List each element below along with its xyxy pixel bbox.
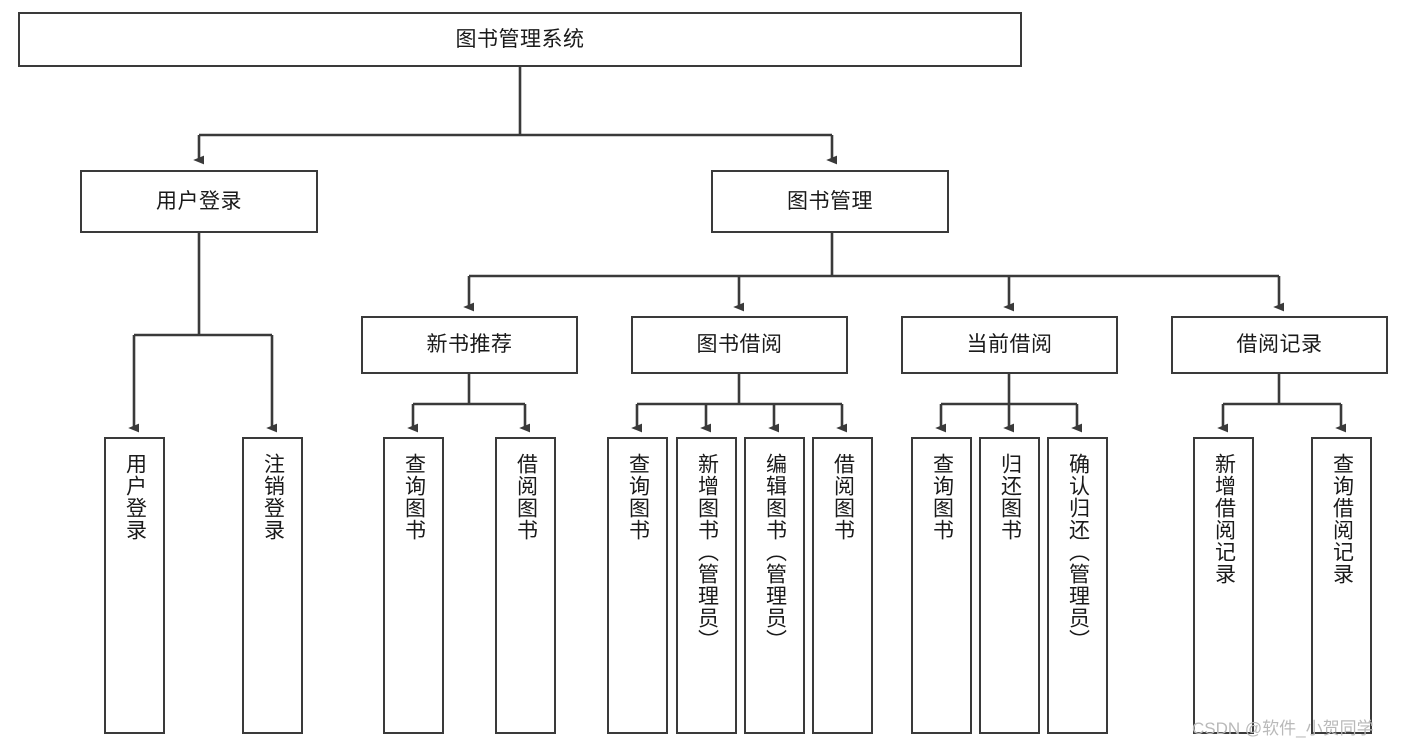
leaf-current-confirm-return-admin[interactable]: 确认归还（管理员） [1047, 437, 1108, 734]
node-label: 图书管理 [787, 189, 873, 213]
node-label: 查询图书 [930, 453, 954, 541]
node-user-login[interactable]: 用户登录 [80, 170, 318, 233]
node-book-management[interactable]: 图书管理 [711, 170, 949, 233]
watermark-text: CSDN @软件_小贺同学 [1192, 719, 1374, 738]
leaf-user-login-logout[interactable]: 注销登录 [242, 437, 303, 734]
node-current-borrow[interactable]: 当前借阅 [901, 316, 1118, 374]
leaf-record-query-record[interactable]: 查询借阅记录 [1311, 437, 1372, 734]
node-label: 归还图书 [998, 453, 1022, 541]
node-label: 新增图书（管理员） [695, 453, 719, 651]
node-label: 图书借阅 [696, 333, 783, 357]
node-label: 用户登录 [123, 453, 147, 541]
node-label: 当前借阅 [966, 333, 1053, 357]
node-label: 借阅记录 [1236, 333, 1323, 357]
leaf-current-return-book[interactable]: 归还图书 [979, 437, 1040, 734]
node-label: 注销登录 [261, 453, 285, 541]
node-label: 查询借阅记录 [1330, 453, 1354, 585]
leaf-record-add-record[interactable]: 新增借阅记录 [1193, 437, 1254, 734]
leaf-borrow-edit-book-admin[interactable]: 编辑图书（管理员） [744, 437, 805, 734]
leaf-borrow-query-book[interactable]: 查询图书 [607, 437, 668, 734]
node-label: 编辑图书（管理员） [763, 453, 787, 651]
leaf-borrow-add-book-admin[interactable]: 新增图书（管理员） [676, 437, 737, 734]
node-label: 新增借阅记录 [1212, 453, 1236, 585]
node-new-book-recommend[interactable]: 新书推荐 [361, 316, 578, 374]
leaf-borrow-borrow-book[interactable]: 借阅图书 [812, 437, 873, 734]
node-label: 用户登录 [156, 189, 242, 213]
node-label: 借阅图书 [831, 453, 855, 541]
node-label: 借阅图书 [514, 453, 538, 541]
leaf-current-query-book[interactable]: 查询图书 [911, 437, 972, 734]
node-root-system[interactable]: 图书管理系统 [18, 12, 1022, 67]
node-label: 新书推荐 [426, 333, 513, 357]
node-label: 查询图书 [626, 453, 650, 541]
leaf-recommend-query-book[interactable]: 查询图书 [383, 437, 444, 734]
node-label: 确认归还（管理员） [1066, 453, 1090, 651]
leaf-user-login-login[interactable]: 用户登录 [104, 437, 165, 734]
leaf-recommend-borrow-book[interactable]: 借阅图书 [495, 437, 556, 734]
node-label: 查询图书 [402, 453, 426, 541]
node-borrow-record[interactable]: 借阅记录 [1171, 316, 1388, 374]
node-label: 图书管理系统 [455, 27, 585, 51]
node-book-borrow[interactable]: 图书借阅 [631, 316, 848, 374]
